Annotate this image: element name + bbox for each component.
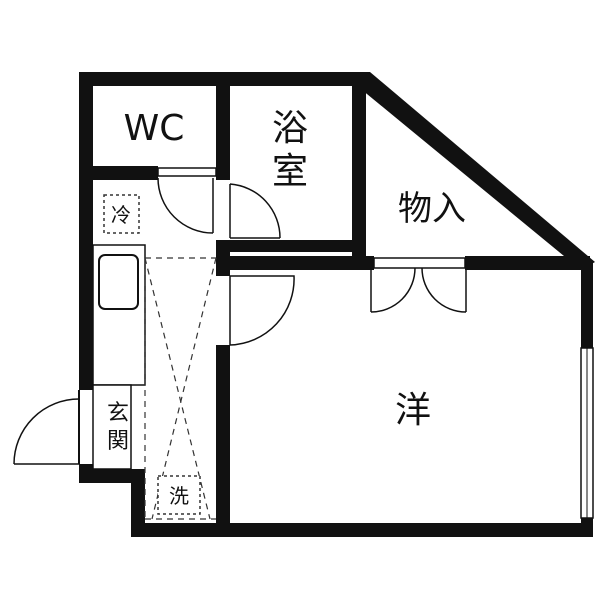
room-label-western: 洋 — [395, 390, 431, 431]
room-label-bath-2: 室 — [272, 151, 308, 192]
entrance-area — [92, 384, 132, 470]
washer-label: 洗 — [169, 484, 189, 508]
entrance-door — [13, 390, 93, 465]
western-door — [216, 275, 295, 346]
fridge-label: 冷 — [111, 203, 131, 227]
room-label-storage: 物入 — [398, 189, 466, 229]
interior-walls — [79, 72, 590, 537]
room-label-bath: 浴 — [272, 108, 308, 149]
wc-door — [157, 166, 217, 234]
room-label-wc: WC — [124, 108, 185, 149]
bath-door — [216, 180, 281, 240]
window-right — [580, 347, 594, 519]
kitchen-counter — [92, 244, 146, 386]
room-label-entrance: 玄 — [107, 401, 129, 426]
corridor-dashed-area — [144, 257, 217, 520]
room-label-entrance-2: 関 — [107, 429, 129, 454]
fridge-box — [103, 194, 140, 234]
storage-doors — [370, 256, 467, 313]
washer-box — [157, 475, 201, 515]
